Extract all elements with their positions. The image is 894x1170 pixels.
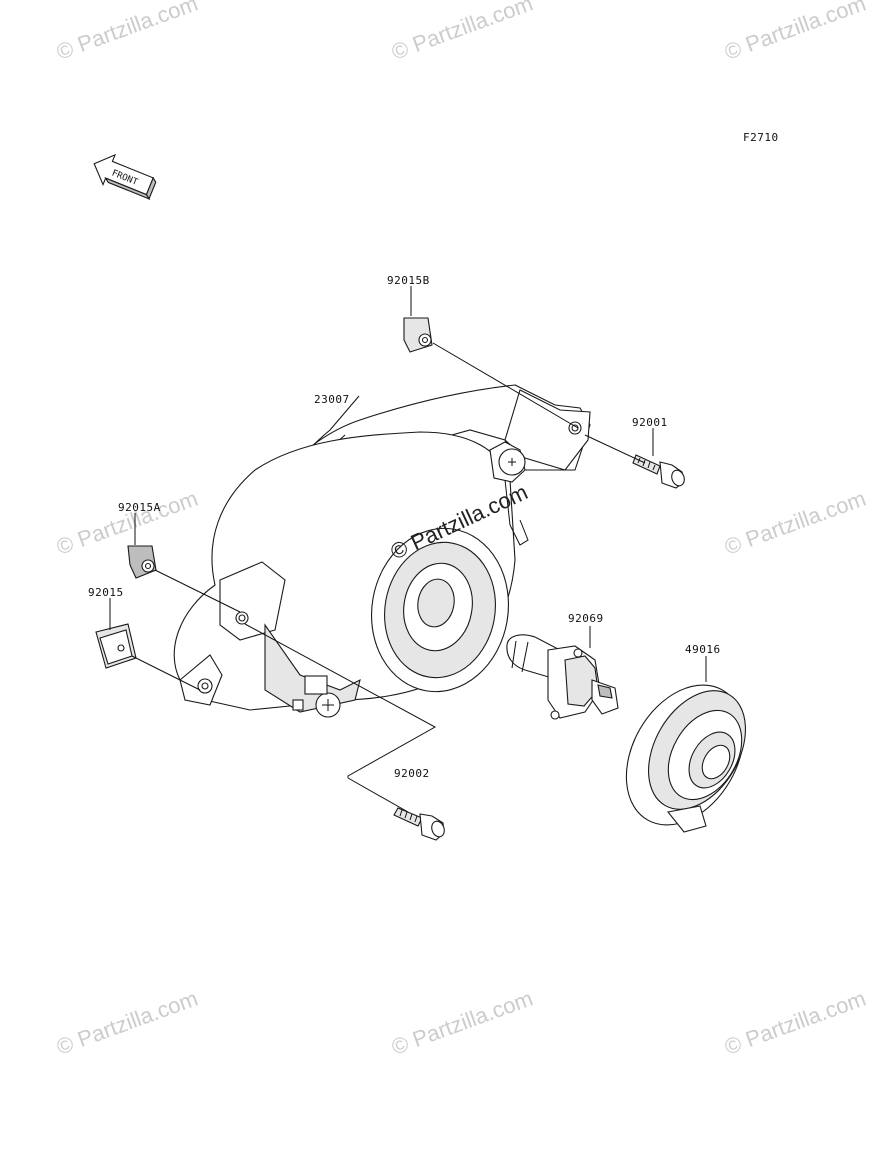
front-arrow-icon: FRONT [93, 153, 157, 201]
label-49016: 49016 [685, 643, 721, 656]
label-92015: 92015 [88, 586, 124, 599]
figure-code: F2710 [743, 131, 779, 144]
label-92069: 92069 [568, 612, 604, 625]
watermark-text: © Partzilla.com [388, 986, 536, 1060]
watermark-text: © Partzilla.com [53, 486, 201, 560]
clip-92015a [127, 545, 157, 579]
bolt-92001 [632, 454, 685, 489]
headlight-housing [173, 384, 591, 718]
bulb-92069 [506, 634, 619, 720]
watermark-text: © Partzilla.com [53, 0, 201, 65]
watermark-text: © Partzilla.com [721, 986, 869, 1060]
lens-ring-49016 [625, 684, 746, 833]
part-labels: 92015B 23007 92001 92015A 92015 92069 49… [88, 274, 721, 780]
watermark-text: © Partzilla.com [721, 486, 869, 560]
watermark-text: © Partzilla.com [721, 0, 869, 65]
leader-lines [109, 286, 707, 813]
watermark-text: © Partzilla.com [53, 986, 201, 1060]
label-92015a: 92015A [118, 501, 161, 514]
label-92001: 92001 [632, 416, 668, 429]
label-92015b: 92015B [387, 274, 430, 287]
clip-92015 [95, 623, 137, 669]
clip-92015b [403, 317, 433, 353]
bolt-92002 [393, 807, 445, 841]
watermark-text: © Partzilla.com [388, 0, 536, 65]
label-92002: 92002 [394, 767, 430, 780]
label-23007: 23007 [314, 393, 350, 406]
